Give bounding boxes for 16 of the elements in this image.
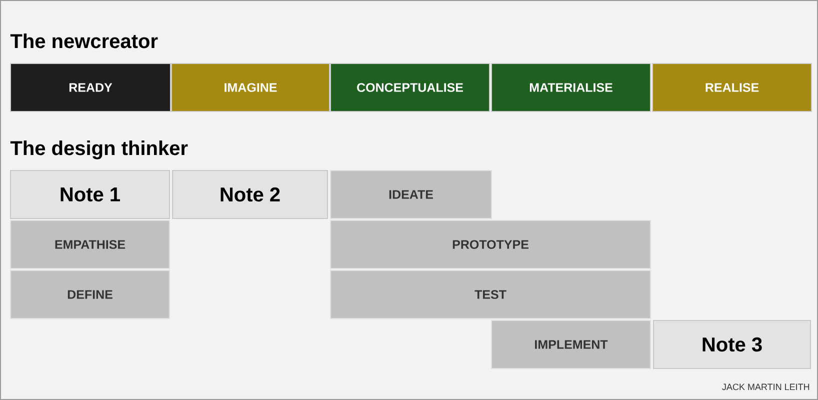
note-box: Note 2 [172, 170, 328, 219]
credit-text: JACK MARTIN LEITH [722, 384, 810, 390]
stage-box: IMAGINE [171, 63, 330, 112]
heading: The design thinker [10, 140, 188, 160]
stage-box: MATERIALISE [491, 63, 651, 112]
step-box: EMPATHISE [10, 220, 170, 269]
note-box: Note 1 [10, 170, 170, 219]
stage-box: CONCEPTUALISE [330, 63, 490, 112]
step-box: DEFINE [10, 270, 170, 319]
note-box: Note 3 [653, 320, 811, 369]
step-box: IDEATE [330, 170, 492, 219]
stage-box: READY [10, 63, 171, 112]
stage-box: REALISE [652, 63, 812, 112]
heading: The newcreator [10, 34, 158, 48]
step-box: IMPLEMENT [491, 320, 651, 369]
step-box: PROTOTYPE [330, 220, 651, 269]
